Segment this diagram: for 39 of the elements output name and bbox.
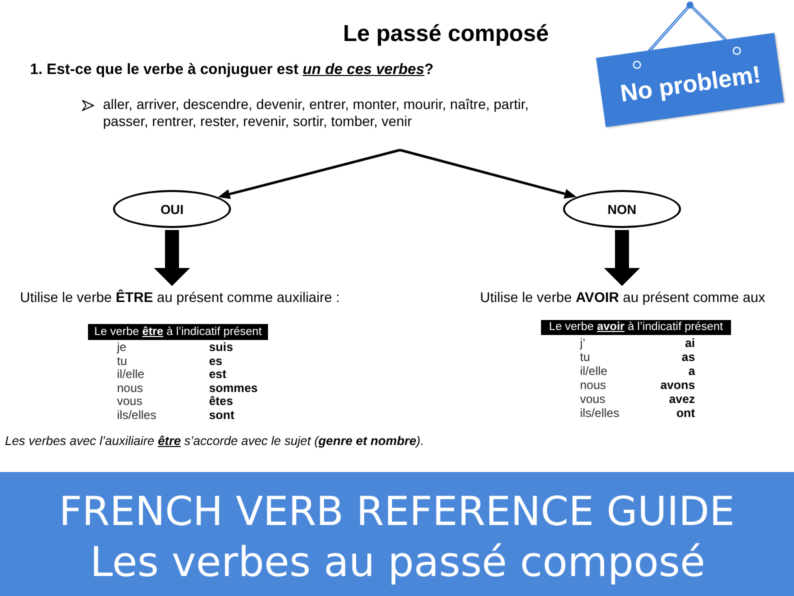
agreement-note: Les verbes avec l’auxiliaire être s’accorde avec le sujet (genre et nombre). <box>5 434 424 449</box>
pronoun: ils/elles <box>117 409 156 422</box>
answer-oval: OUI <box>113 190 231 228</box>
table-header: Le verbe être à l’indicatif présent <box>88 324 268 340</box>
pronoun: vous <box>580 393 606 406</box>
verb-form: sommes <box>209 382 258 395</box>
banner-subheading: Les verbes au passé composé <box>90 538 706 586</box>
verb-form: ai <box>684 337 695 350</box>
verb-form: avez <box>668 393 695 406</box>
pronoun: tu <box>117 354 128 368</box>
arrow <box>218 148 400 199</box>
verb-form: ont <box>676 407 695 420</box>
verb-list: aller, arriver, descendre, devenir, entrer, monter, mourir, naître, partir, passer, rentrer, rester, revenir, sortir, tomber, venir <box>103 96 573 130</box>
question-text: 1. Est-ce que le verbe à conjuguer est un de ces verbes? <box>30 60 434 79</box>
pronoun: ils/elles <box>580 407 620 420</box>
arrow <box>400 148 576 199</box>
table-header: Le verbe avoir à l’indicatif présent <box>541 320 731 335</box>
pronoun: vous <box>117 395 142 408</box>
verb-form: a <box>688 365 695 378</box>
answer-oval: NON <box>563 190 681 228</box>
verb-form: es <box>209 354 222 368</box>
banner-heading: FRENCH VERB REFERENCE GUIDE <box>59 488 735 536</box>
instruction-text: Utilise le verbe AVOIR au présent comme aux <box>480 288 766 306</box>
pronoun: il/elle <box>117 368 144 382</box>
pronoun: nous <box>117 382 144 395</box>
verb-form: est <box>209 368 226 382</box>
verb-form: as <box>682 351 695 364</box>
page-title: Le passé composé <box>343 20 549 47</box>
block-arrow <box>154 230 190 286</box>
block-arrow <box>604 230 640 286</box>
pronoun: il/elle <box>580 365 608 378</box>
verb-form: suis <box>209 341 234 354</box>
pronoun: nous <box>580 379 606 392</box>
verb-form: avons <box>660 379 695 392</box>
verb-form: êtes <box>209 395 234 408</box>
instruction-text: Utilise le verbe ÊTRE au présent comme auxiliaire : <box>20 288 340 306</box>
verb-form: sont <box>209 409 234 422</box>
hanging-sign: No problem! <box>596 32 784 128</box>
pronoun: tu <box>580 351 590 364</box>
